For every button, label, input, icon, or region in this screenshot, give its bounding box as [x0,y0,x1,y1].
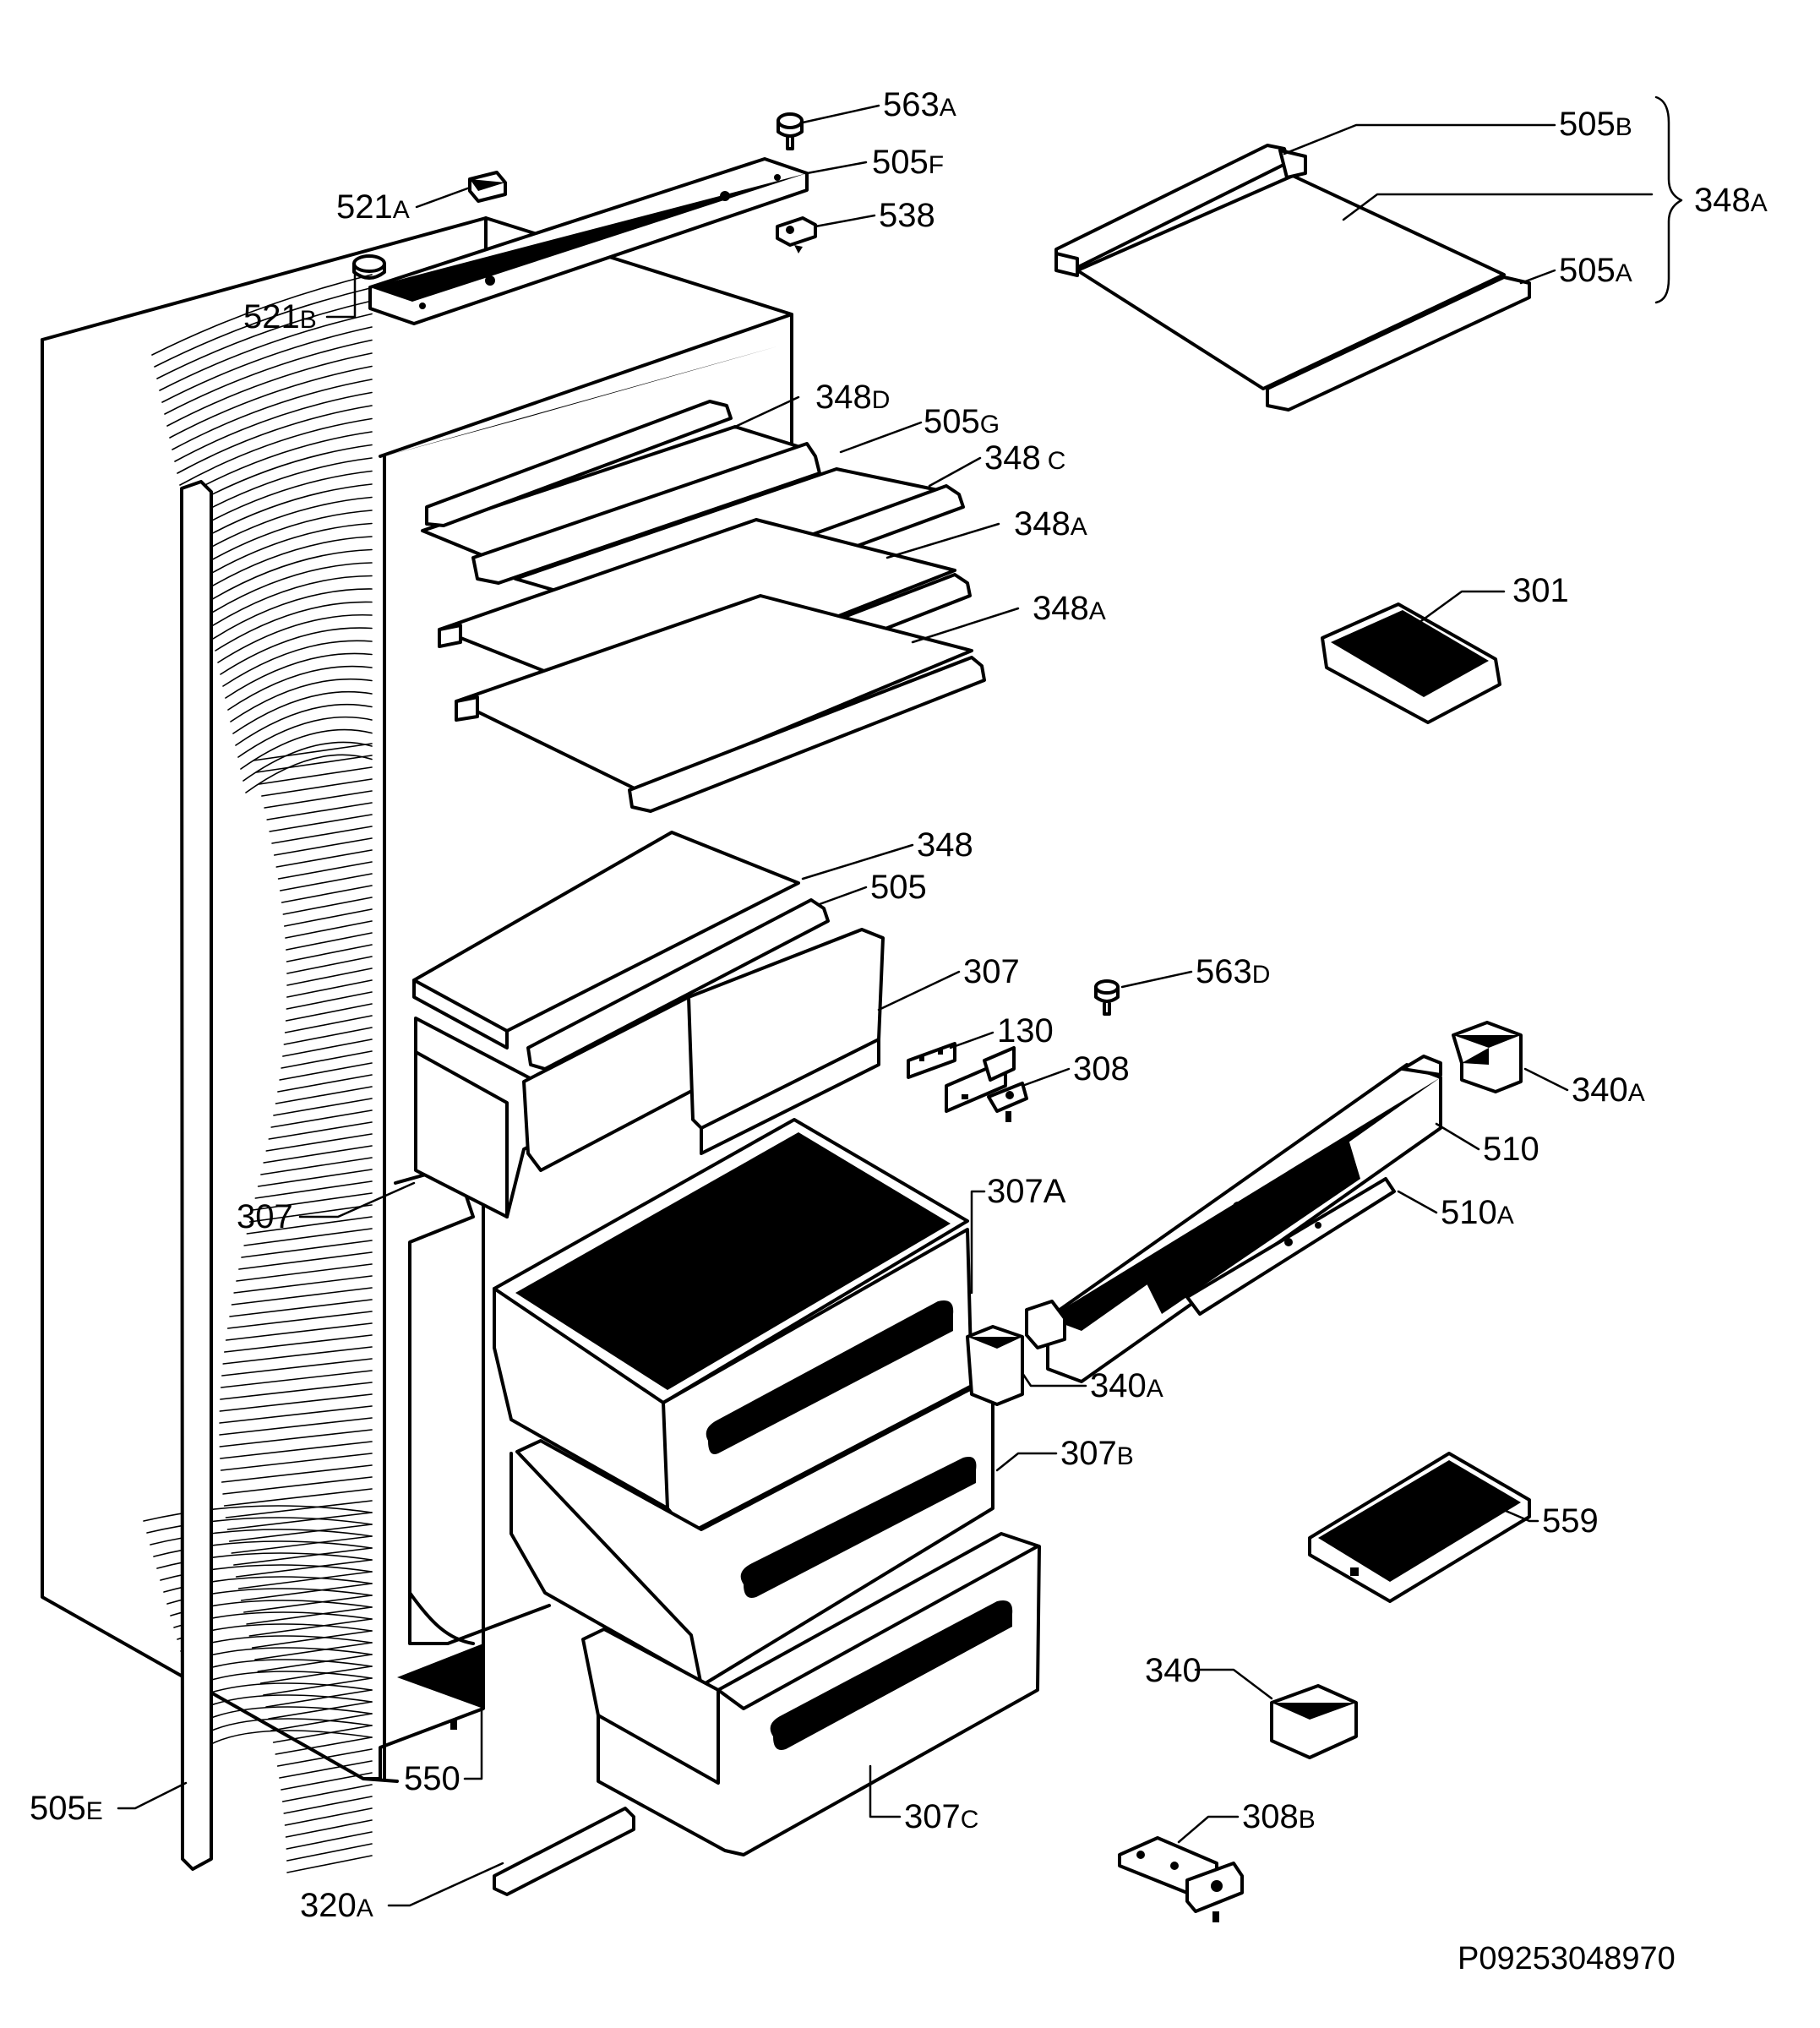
trim-strip-510a [1185,1177,1396,1316]
label-550: 550 [404,1760,460,1797]
label-521b: 521B [243,298,317,335]
shelf-348a-lower [455,594,986,813]
label-505a: 505A [1559,252,1632,289]
callout-labels: 563A 505F 521A 538 521B 505B 348A 505A 3… [30,86,1768,1924]
screw-563d [1094,979,1120,1016]
door-gasket-strip-505e [180,480,213,1871]
label-348d: 348D [815,379,890,416]
label-510a: 510A [1441,1194,1514,1231]
hinge-bracket-320a [493,1807,635,1896]
label-348a-2: 348A [1033,590,1106,627]
bracket-538 [776,216,817,254]
document-code: P09253048970 [1458,1941,1676,1976]
label-301: 301 [1512,572,1569,609]
label-340: 340 [1145,1652,1202,1689]
tray-559 [1308,1452,1531,1603]
label-505f: 505F [872,144,944,181]
label-521a: 521A [336,188,410,226]
label-505: 505 [870,869,927,906]
freezer-drawer-307b [509,1376,994,1687]
block-340 [1270,1684,1358,1759]
label-510: 510 [1483,1131,1539,1168]
label-563a: 563A [883,86,956,123]
label-340a-top: 340A [1572,1071,1645,1109]
hinge-308b [1118,1836,1244,1922]
label-307b: 307B [1060,1435,1134,1472]
label-130: 130 [997,1012,1054,1049]
ice-cube-tray-301 [1321,602,1501,731]
cabinet-body [41,216,793,1873]
label-348a-top: 348A [1694,182,1768,219]
freezer-drawer-307a [493,1118,973,1535]
label-505b: 505B [1559,106,1632,143]
label-308b: 308B [1242,1798,1316,1835]
label-307-right: 307 [963,953,1020,990]
rail-505 [526,898,830,1071]
end-cap-340a-bottom [966,1325,1024,1406]
rail-505g [425,400,821,585]
hinge-308 [945,1046,1028,1122]
top-cover-strip-505f [368,157,809,325]
label-307a: 307A [987,1173,1066,1210]
crisper-drawer-307-right [687,928,885,1155]
leader-lines [117,95,1683,1907]
label-505g: 505G [924,403,1000,440]
label-348: 348 [917,826,973,864]
label-320a: 320A [300,1887,373,1924]
hinge-plate-130 [907,1042,956,1079]
label-340a-bottom: 340A [1090,1367,1163,1404]
control-panel-510 [1025,1055,1442,1383]
freezer-drawer-307c [581,1532,1041,1856]
screw-563a [776,112,804,150]
label-307c: 307C [904,1798,978,1835]
label-505e: 505E [30,1790,103,1827]
label-563d: 563D [1196,953,1270,990]
glass-shelf-assembly-348a [1054,144,1531,412]
label-538: 538 [879,197,935,234]
cabinet-side-hatching [143,274,373,1873]
glass-shelf-348 [412,831,800,1049]
cap-521a [468,171,507,203]
label-559: 559 [1542,1502,1599,1540]
label-348a-1: 348A [1014,505,1087,542]
end-cap-340a-top [1452,1021,1523,1093]
label-307-left: 307 [237,1198,293,1235]
label-308: 308 [1073,1050,1130,1088]
